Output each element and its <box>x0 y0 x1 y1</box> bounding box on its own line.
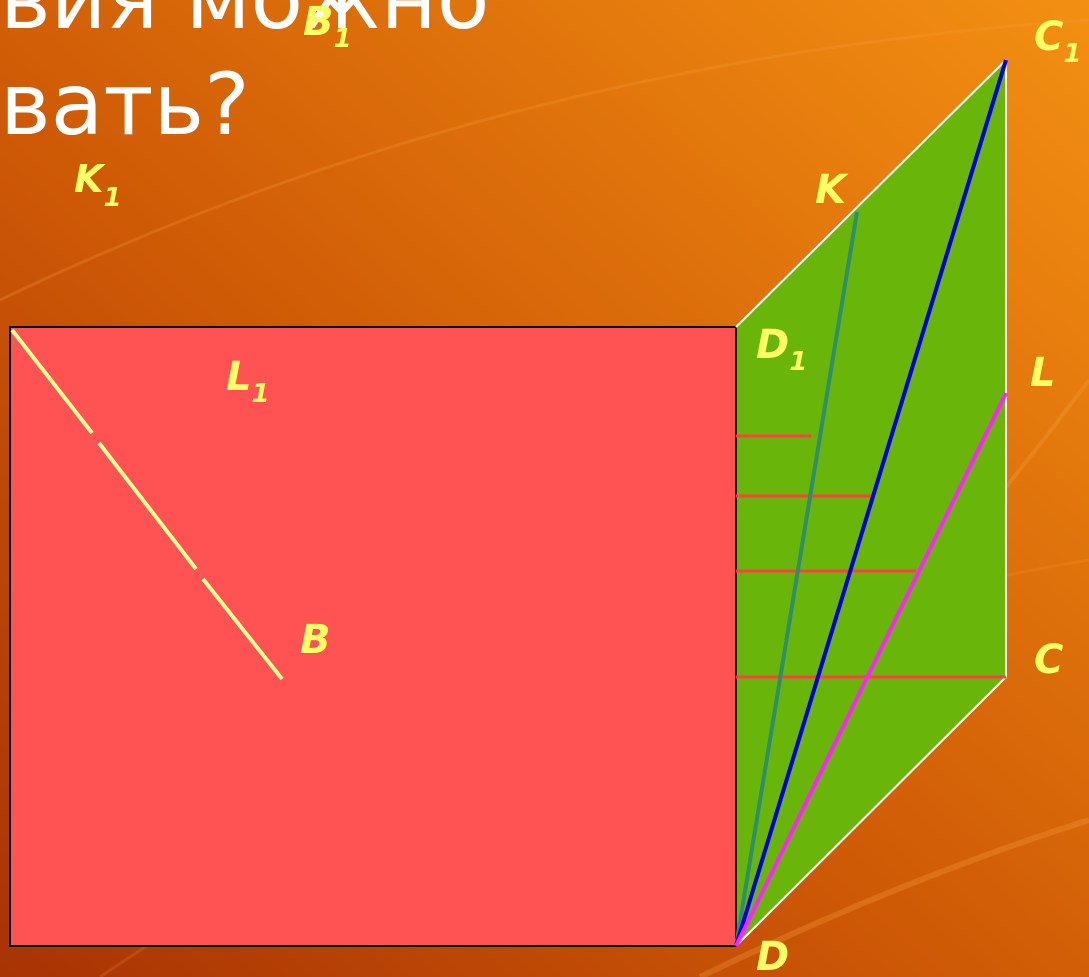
line-d-k <box>734 211 859 947</box>
label-d: D <box>756 934 789 977</box>
line-d-c1-diagonal <box>734 59 1008 947</box>
edge-c-d <box>735 676 1007 947</box>
line-d-l <box>734 392 1008 947</box>
segment-b-upper <box>10 328 94 435</box>
label-k: K <box>815 167 849 213</box>
label-c: C <box>1034 637 1063 683</box>
background-swoosh <box>698 817 1089 977</box>
slide-title-line1: вия можно <box>0 0 489 49</box>
label-l: L <box>1030 350 1056 396</box>
segment-b-lower <box>201 577 284 681</box>
label-b: B <box>300 617 331 663</box>
label-k1: K1 <box>74 157 122 213</box>
edge-d1-c1 <box>735 59 1007 328</box>
label-b1: B1 <box>303 0 352 54</box>
front-face <box>9 326 737 947</box>
label-c1: C1 <box>1034 14 1081 69</box>
segment-b-middle <box>97 441 198 571</box>
background-swoosh <box>0 18 1089 302</box>
slide-title-line2: вать? <box>0 55 250 155</box>
label-l1: L1 <box>226 354 270 409</box>
label-d1: D1 <box>756 322 807 377</box>
